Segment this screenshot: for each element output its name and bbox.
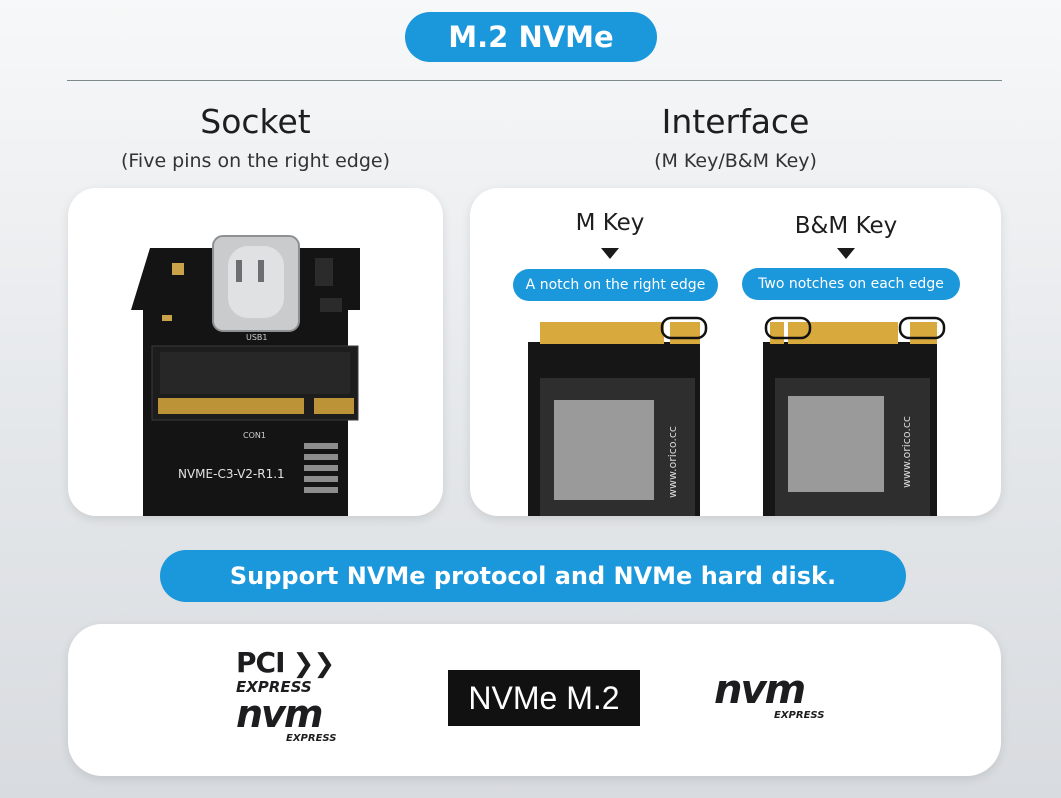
m-key-title: M Key bbox=[575, 210, 645, 236]
bm-key-ssd-brand: www.orico.cc bbox=[900, 416, 913, 488]
ssd-illustrations: www.orico.cc www.orico.cc bbox=[528, 316, 946, 516]
m-key-gold-fingers bbox=[540, 322, 664, 344]
interface-panel: M Key A notch on the right edge B&M Key … bbox=[470, 188, 1001, 516]
bm-key-right-notch-highlight bbox=[898, 316, 946, 340]
logos-panel: PCI ❯❯ EXPRESS nvm EXPRESS NVMe M.2 nvm … bbox=[68, 624, 1001, 776]
bm-key-title: B&M Key bbox=[794, 213, 898, 239]
m-key-note: A notch on the right edge bbox=[513, 269, 718, 301]
pci-logo-text: PCI bbox=[236, 646, 285, 679]
socket-subheading: (Five pins on the right edge) bbox=[120, 150, 391, 172]
title-badge: M.2 NVMe bbox=[405, 12, 657, 62]
nvm-express-text-1: EXPRESS bbox=[286, 733, 337, 744]
pci-express-text: EXPRESS bbox=[236, 678, 312, 696]
bm-key-gold-fingers bbox=[788, 322, 898, 344]
board-label: NVME-C3-V2-R1.1 bbox=[178, 467, 285, 481]
bm-key-ssd: www.orico.cc bbox=[763, 316, 946, 516]
interface-heading: Interface bbox=[661, 102, 810, 141]
socket-panel: USB1 CON1 NVME-C3-V2-R1.1 bbox=[68, 188, 443, 516]
pci-express-nvm-logo: PCI ❯❯ EXPRESS nvm EXPRESS bbox=[236, 648, 376, 758]
m-key-notch-highlight bbox=[660, 316, 708, 340]
nvm-express-text-2: EXPRESS bbox=[774, 710, 825, 721]
socket-heading: Socket bbox=[200, 102, 311, 141]
nvm-express-logo: nvm EXPRESS bbox=[714, 670, 864, 740]
bm-key-note: Two notches on each edge bbox=[742, 268, 960, 300]
nvme-m2-logo: NVMe M.2 bbox=[448, 670, 640, 726]
m-key-arrow-icon bbox=[601, 248, 619, 259]
m-key-ssd: www.orico.cc bbox=[528, 316, 708, 516]
bm-key-arrow-icon bbox=[837, 248, 855, 259]
socket-pins bbox=[158, 398, 354, 414]
nvm-logo-text-2: nvm bbox=[714, 667, 806, 713]
pcb-board-illustration: USB1 CON1 NVME-C3-V2-R1.1 bbox=[131, 235, 360, 516]
nvm-logo-text-1: nvm bbox=[236, 692, 323, 736]
con-label: CON1 bbox=[243, 431, 266, 440]
m-key-blurred-label bbox=[554, 400, 654, 500]
m-key-ssd-brand: www.orico.cc bbox=[666, 426, 679, 498]
interface-subheading: (M Key/B&M Key) bbox=[654, 150, 817, 172]
usb-label: USB1 bbox=[246, 333, 268, 342]
support-banner: Support NVMe protocol and NVMe hard disk… bbox=[160, 550, 906, 602]
bm-key-left-notch-highlight bbox=[764, 316, 812, 340]
section-divider bbox=[67, 80, 1002, 81]
bm-key-blurred-label bbox=[788, 396, 884, 492]
